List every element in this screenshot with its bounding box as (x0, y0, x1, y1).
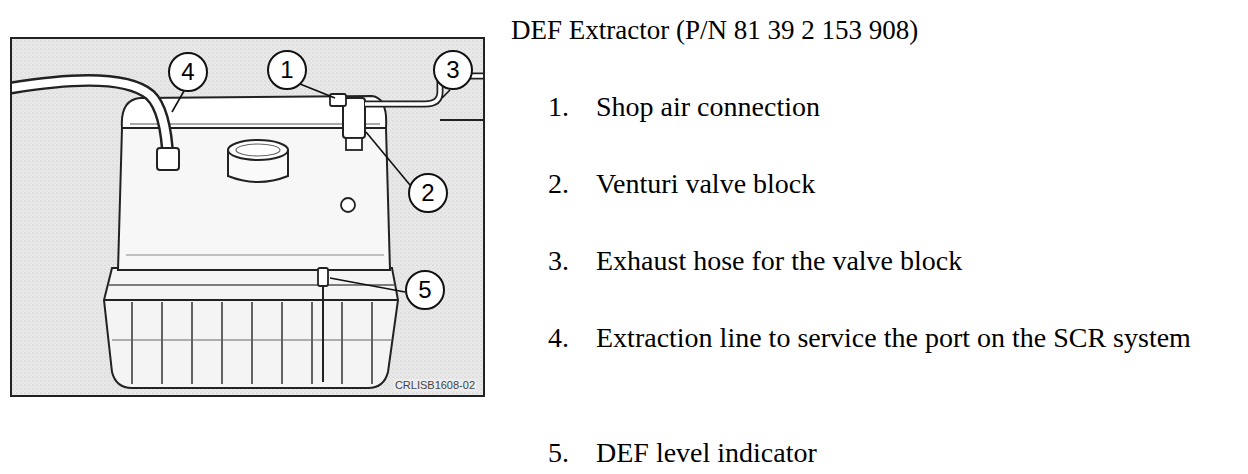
callout-circle: 5 (405, 270, 445, 310)
callout-circle: 4 (168, 52, 208, 92)
list-number: 1. (548, 88, 569, 125)
callout-number: 4 (181, 60, 194, 84)
callout-number: 5 (418, 278, 431, 302)
list-number: 5. (548, 434, 569, 471)
callout-circle: 1 (267, 50, 307, 90)
list-text: Exhaust hose for the valve block (596, 242, 1236, 279)
list-text: Extraction line to service the port on t… (596, 319, 1236, 356)
heading: DEF Extractor (P/N 81 39 2 153 908) (511, 14, 918, 46)
figure-code: CRLISB1608-02 (393, 379, 477, 391)
callout-circle: 3 (433, 50, 473, 90)
callout-circle: 2 (408, 173, 448, 213)
list-text: Shop air connection (596, 88, 1236, 125)
callout-number: 2 (421, 181, 434, 205)
illustration-frame: CRLISB1608-02 4 1 3 2 5 (10, 37, 485, 397)
list-text: DEF level indicator (596, 434, 1236, 471)
list-text: Venturi valve block (596, 165, 1236, 202)
list-number: 4. (548, 319, 569, 356)
callout-number: 1 (280, 58, 293, 82)
list-number: 3. (548, 242, 569, 279)
callout-number: 3 (446, 58, 459, 82)
list-number: 2. (548, 165, 569, 202)
